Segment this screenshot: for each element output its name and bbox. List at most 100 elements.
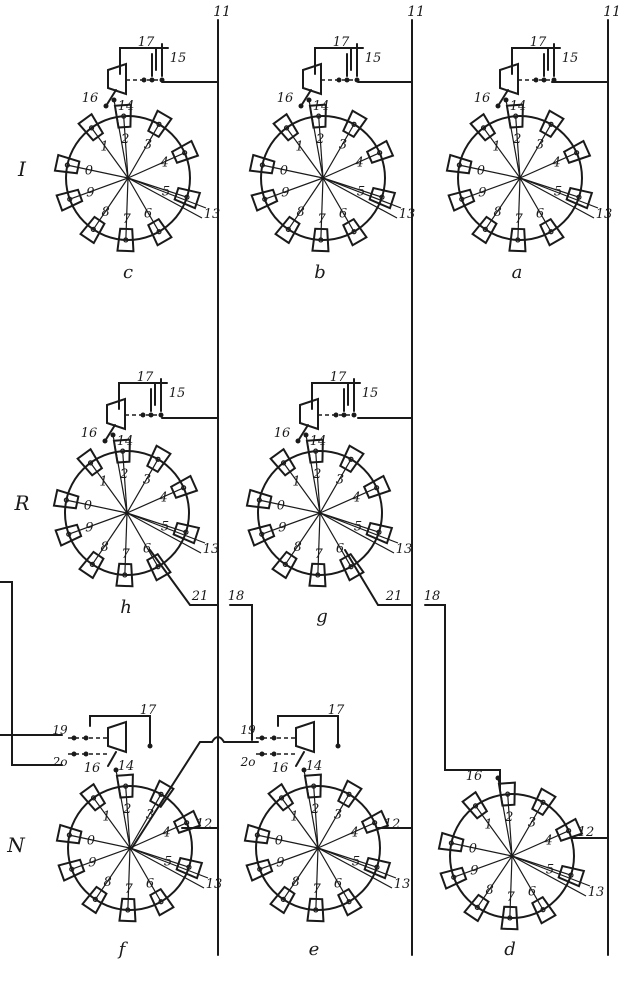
selector-g-16-label: 16 (274, 426, 291, 441)
selector-b-digit-4: 4 (354, 156, 363, 171)
selector-e-digit-9: 9 (276, 856, 284, 871)
selector-b-digit-5: 5 (357, 184, 365, 199)
selector-e-digit-6: 6 (334, 877, 342, 892)
selector-e-contact-6 (337, 887, 363, 917)
unit-g-contact-label: 15 (362, 386, 379, 401)
selector-c-digit-7: 7 (122, 212, 131, 227)
selector-b-digit-0: 0 (280, 164, 288, 179)
selector-d-digit-7: 7 (506, 890, 515, 905)
selector-c-contact-5 (173, 186, 202, 210)
selector-h-contact-5 (172, 521, 201, 545)
unit-h-magnet-label: 17 (137, 370, 154, 385)
selector-b-contact-3 (342, 109, 368, 139)
selector-c-digit-4: 4 (159, 156, 168, 171)
selector-c-digit-0: 0 (85, 164, 93, 179)
selector-d-contact-8 (463, 893, 490, 923)
selector-c-contact-7 (116, 227, 135, 253)
selector-a-13-label: 13 (596, 207, 613, 222)
selector-b-digit-3: 3 (339, 137, 347, 152)
unit-e-contact-19-label: 19 (240, 723, 256, 737)
selector-g-contact-8 (271, 550, 298, 580)
selector-b-contact-0 (248, 153, 276, 175)
selector-b-contact-7 (311, 227, 330, 253)
selector-b-digit-9: 9 (281, 186, 289, 201)
selector-e-digit-0: 0 (275, 834, 283, 849)
bus-label-3: 11 (603, 4, 621, 20)
selector-h-contact-0 (52, 488, 80, 510)
selector-g-digit-3: 3 (336, 472, 344, 487)
selector-e-contact-4 (360, 809, 390, 834)
unit-label-g: g (316, 606, 328, 627)
selector-a-contact-4 (562, 139, 592, 164)
selector-f-digit-0: 0 (87, 834, 95, 849)
selector-c-16-label: 16 (82, 91, 99, 106)
selector-e-digit-5: 5 (352, 854, 360, 869)
selector-e-contact-7 (306, 897, 325, 923)
selector-h-digit-0: 0 (84, 499, 92, 514)
selector-e-digit-4: 4 (349, 826, 358, 841)
selector-b-digit-7: 7 (317, 212, 326, 227)
unit-label-e: e (309, 939, 320, 960)
selector-c-digit-8: 8 (101, 205, 109, 220)
unit-c-magnet-label: 17 (138, 35, 155, 50)
selector-h-contact-7 (115, 562, 134, 588)
row-label-I: I (17, 157, 27, 181)
selector-d-digit-2: 2 (504, 810, 513, 825)
unit-label-h: h (120, 597, 132, 618)
selector-e-digit-1: 1 (290, 810, 298, 825)
selector-d-digit-3: 3 (528, 815, 536, 830)
selector-f-contact-8 (81, 885, 108, 915)
selector-d-contact-3 (531, 787, 557, 817)
selector-d-digit-6: 6 (528, 885, 536, 900)
selector-d-digit-8: 8 (485, 883, 493, 898)
selector-g-13-label: 13 (396, 542, 413, 557)
selector-h-digit-3: 3 (143, 472, 151, 487)
selector-e-contact-3 (337, 779, 363, 809)
selector-d-contact-0 (437, 831, 465, 853)
selector-g-contact-1 (269, 447, 297, 477)
selector-c-digit-1: 1 (100, 140, 108, 155)
selector-g-contact-4 (362, 474, 392, 499)
selector-f-contact-4 (172, 809, 202, 834)
unit-g-wiper-label: 14 (310, 434, 327, 449)
selector-g-contact-6 (339, 552, 365, 582)
selector-g-digit-4: 4 (351, 491, 360, 506)
selector-f-contact-6 (149, 887, 175, 917)
selector-c-contact-1 (77, 112, 105, 142)
selector-e-contact-5 (363, 856, 392, 880)
selector-f-digit-3: 3 (146, 807, 154, 822)
selector-c-digit-2: 2 (120, 132, 129, 147)
selector-b-digit-8: 8 (296, 205, 304, 220)
selector-a-contact-5 (565, 186, 594, 210)
selector-f-12-label: 12 (196, 817, 213, 832)
selector-b-contact-6 (342, 217, 368, 247)
branch-label-h: 21 (191, 589, 209, 604)
selector-a-digit-8: 8 (493, 205, 501, 220)
unit-b-contact-label: 15 (365, 51, 382, 66)
bus-label-2: 11 (407, 4, 425, 20)
wiring (0, 19, 609, 956)
selector-a-digit-3: 3 (536, 137, 544, 152)
selector-a-digit-2: 2 (512, 132, 521, 147)
selector-d-16-label: 16 (466, 769, 483, 784)
unit-c-contact-label: 15 (170, 51, 187, 66)
unit-c-wiper-label: 14 (118, 99, 135, 114)
selector-d-contact-6 (531, 895, 557, 925)
selector-a-16-label: 16 (474, 91, 491, 106)
selector-g-digit-1: 1 (292, 475, 300, 490)
selector-f-digit-4: 4 (161, 826, 170, 841)
selector-c-digit-5: 5 (162, 184, 170, 199)
selector-f-contact-0 (55, 823, 83, 845)
selector-b-contact-1 (272, 112, 300, 142)
selector-h-contact-6 (146, 552, 172, 582)
selector-a-digit-7: 7 (514, 212, 523, 227)
unit-label-f: f (117, 939, 129, 960)
selector-h-digit-9: 9 (85, 521, 93, 536)
selector-e-16-label: 16 (272, 761, 289, 776)
selector-g-contact-9 (247, 523, 276, 547)
